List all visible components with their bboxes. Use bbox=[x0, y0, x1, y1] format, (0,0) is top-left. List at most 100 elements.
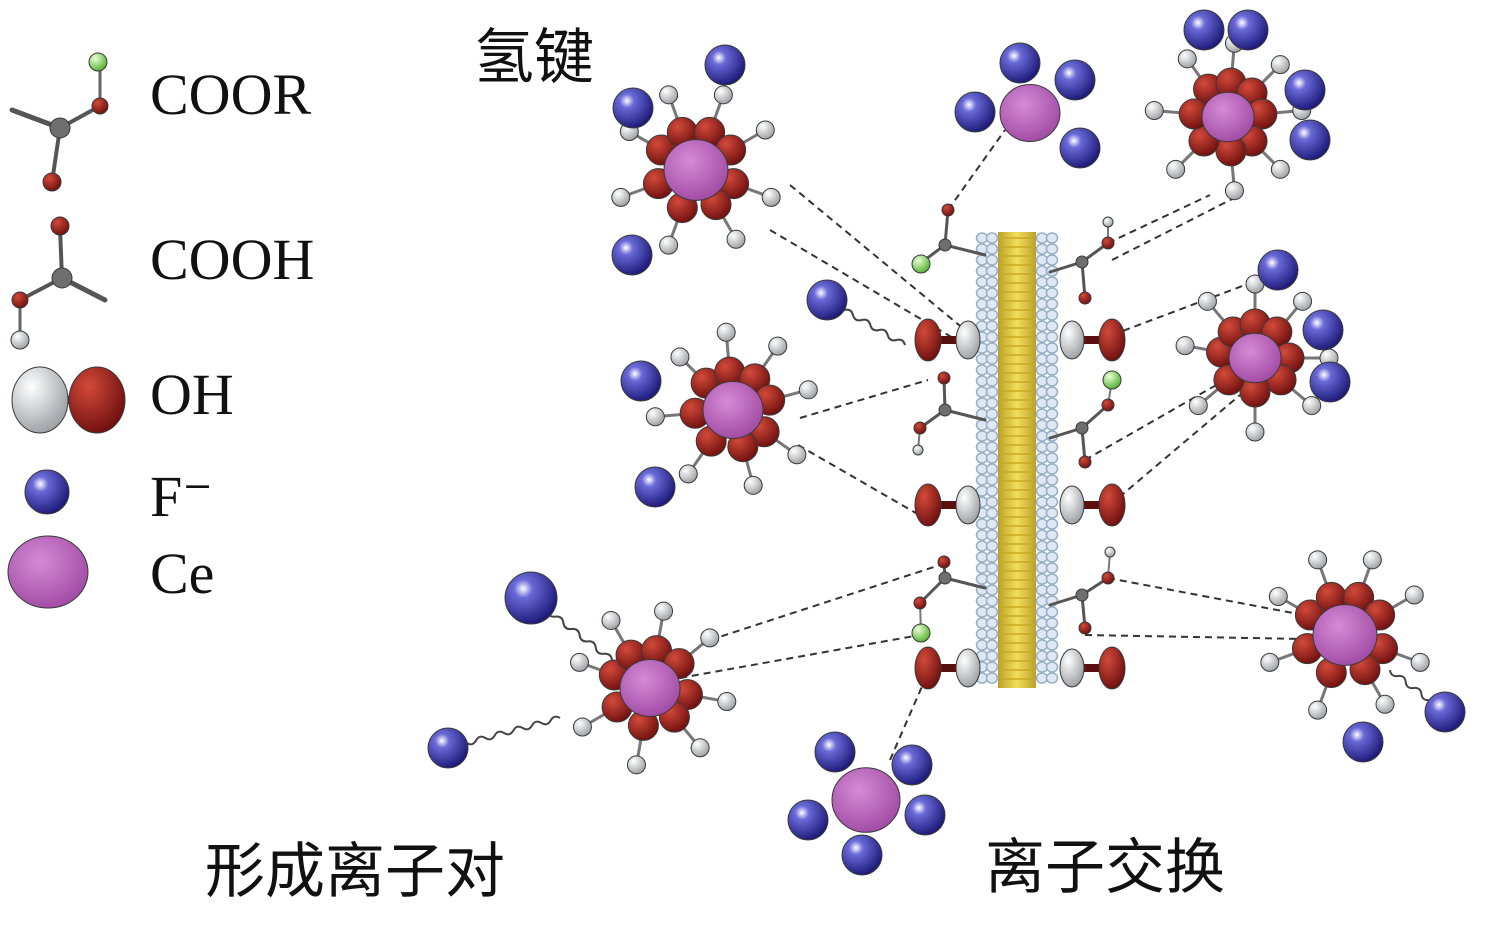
interaction-line bbox=[1107, 194, 1211, 244]
complex-top-left-hydrogen bbox=[659, 85, 679, 105]
interaction-line bbox=[889, 667, 931, 761]
complex-top-right-ce-atom bbox=[1201, 91, 1255, 143]
nanotube-wall-atom bbox=[1045, 672, 1059, 684]
legend-label-ce: Ce bbox=[150, 541, 215, 606]
complex-mid-left-hydrogen bbox=[787, 445, 807, 465]
complex-top-left-fluoride-ion bbox=[704, 44, 746, 86]
complex-bottom-right-hydrogen bbox=[1308, 550, 1328, 570]
nanotube-wall-atom bbox=[985, 265, 999, 277]
legend-label-fluoride: F⁻ bbox=[150, 464, 213, 529]
complex-mid-left-fluoride-ion bbox=[634, 466, 676, 508]
nanotube-wall-atom bbox=[985, 672, 999, 684]
surface-coor-left-1-r-group bbox=[911, 254, 931, 274]
legend-fluoride-icon bbox=[24, 469, 70, 515]
surface-cooh-left-1-hydrogen bbox=[912, 444, 924, 456]
nanotube-wall-atom bbox=[985, 639, 999, 651]
nanotube-wall-atom bbox=[985, 430, 999, 442]
nanotube-wall-atom bbox=[985, 584, 999, 596]
nanotube-wall-atom bbox=[1045, 298, 1059, 310]
nanotube-wall-atom bbox=[985, 408, 999, 420]
nanotube-wall-atom bbox=[1045, 485, 1059, 497]
complex-bottom-right-hydrogen bbox=[1268, 587, 1288, 606]
legend-oh-hydrogen bbox=[11, 366, 69, 434]
nanotube-wall-atom bbox=[985, 243, 999, 255]
complex-mid-right-hydrogen bbox=[1245, 422, 1265, 442]
cerium-complexes bbox=[427, 9, 1466, 876]
complex-top-right-fluoride-ion bbox=[1289, 119, 1331, 161]
nanotube-wall-atom bbox=[1045, 639, 1059, 651]
nanotube-wall-atom bbox=[985, 342, 999, 354]
nanotube-wall-atom bbox=[1045, 309, 1059, 321]
surface-coor-right-1-oxygen bbox=[1101, 398, 1115, 412]
legend-oh-oxygen bbox=[68, 366, 126, 434]
surface-coor-left-1-carbon bbox=[938, 238, 952, 252]
nanotube-wall-atom bbox=[1045, 254, 1059, 266]
interaction-lines bbox=[679, 129, 1361, 761]
surface-cooh-right-2-oxygen bbox=[1101, 571, 1115, 585]
complex-bottom-left-hydrogen bbox=[700, 628, 720, 648]
complex-mid-left-fluoride-ion bbox=[806, 279, 848, 321]
complex-top-left-fluoride-ion bbox=[611, 234, 653, 276]
surface-coor-right-1-carbon bbox=[1075, 421, 1089, 435]
interaction-line bbox=[709, 564, 941, 641]
complex-top-left-hydrogen bbox=[659, 235, 679, 255]
nanotube-wall-atom bbox=[1045, 243, 1059, 255]
nanotube-wall-atom bbox=[985, 386, 999, 398]
surface-cooh-left-1-oxygen bbox=[937, 371, 951, 385]
nanotube-wall-atom bbox=[985, 529, 999, 541]
nanotube-wall-atom bbox=[985, 606, 999, 618]
complex-mid-left-hydrogen bbox=[670, 347, 690, 367]
surface-oh-left-1-oxygen bbox=[914, 318, 942, 362]
nanotube-wall-atom bbox=[1045, 628, 1059, 640]
nanotube-wall-atom bbox=[985, 254, 999, 266]
complex-mid-left bbox=[620, 279, 906, 508]
complex-mid-right-hydrogen bbox=[1175, 336, 1195, 356]
complex-bottom-left-hydrogen bbox=[601, 610, 621, 630]
complex-mid-left-hydrogen bbox=[678, 464, 698, 484]
complex-mid-right-hydrogen bbox=[1302, 396, 1322, 416]
complex-top-right-hydrogen bbox=[1166, 159, 1186, 179]
nanotube-wall-atom bbox=[1045, 276, 1059, 288]
complex-mid-right-fluoride-ion bbox=[1257, 249, 1299, 291]
nanotube-wall-atom bbox=[1045, 364, 1059, 376]
complex-mid-left-hydrogen bbox=[645, 407, 665, 427]
nanotube-wall-atom bbox=[985, 507, 999, 519]
nanotube-wall-atom bbox=[985, 452, 999, 464]
interaction-line bbox=[769, 229, 966, 346]
nanotube-wall-atom bbox=[985, 419, 999, 431]
interaction-line bbox=[1107, 577, 1331, 621]
nanotube-wall-atom bbox=[985, 617, 999, 629]
surface-oh-right-2-oxygen bbox=[1098, 483, 1126, 527]
complex-bottom-right bbox=[1260, 550, 1466, 763]
complex-top-center-ce-atom bbox=[999, 84, 1061, 142]
complex-bottom-left-hydrogen bbox=[626, 755, 646, 775]
nanotube-wall-atom bbox=[1045, 540, 1059, 552]
nanotube-wall-atom bbox=[1045, 650, 1059, 662]
surface-cooh-left-1-carbon bbox=[938, 403, 952, 417]
complex-bottom-left-fluoride-ion bbox=[427, 727, 469, 769]
complex-mid-right-hydrogen bbox=[1188, 396, 1208, 416]
surface-cooh-right-2-carbon bbox=[1075, 588, 1089, 602]
label-ion-pair: 形成离子对 bbox=[205, 837, 505, 907]
complex-bottom-left-hydrogen bbox=[570, 652, 590, 672]
complex-bottom-right-hydrogen bbox=[1362, 550, 1382, 570]
complex-top-right-hydrogen bbox=[1224, 181, 1244, 201]
interaction-line bbox=[947, 129, 1006, 211]
surface-groups bbox=[911, 203, 1126, 690]
surface-cooh-right-1-carbon bbox=[1075, 255, 1089, 269]
complex-mid-right-fluoride-ion bbox=[1309, 361, 1351, 403]
legend-label-oh: OH bbox=[150, 362, 234, 427]
surface-oh-left-2-oxygen bbox=[914, 483, 942, 527]
nanotube-wall-atom bbox=[985, 441, 999, 453]
nanotube-wall-atom bbox=[1045, 562, 1059, 574]
nanotube-wall-atom bbox=[1045, 342, 1059, 354]
nanotube-wall-atom bbox=[985, 320, 999, 332]
nanotube-wall-atom bbox=[985, 562, 999, 574]
complex-bottom-center-fluoride-ion bbox=[787, 799, 829, 841]
complex-top-left-hydrogen bbox=[611, 187, 631, 207]
legend-cooh-oxygen bbox=[11, 291, 29, 309]
complex-mid-left-hydrogen bbox=[798, 380, 818, 400]
nanotube-wall-atom bbox=[985, 540, 999, 552]
nanotube-wall-atom bbox=[985, 551, 999, 563]
